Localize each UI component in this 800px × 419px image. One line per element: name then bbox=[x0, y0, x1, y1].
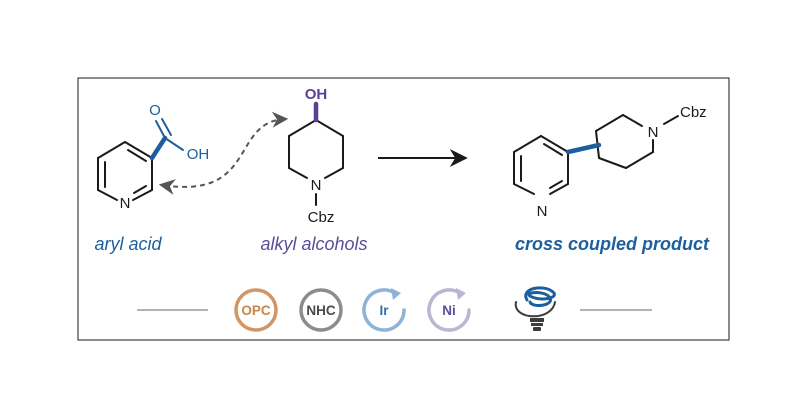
ni-catalytic-cycle: Ni bbox=[427, 288, 471, 332]
nhc-catalyst-badge: NHC bbox=[299, 288, 343, 332]
product-piperidine-nitrogen: N bbox=[648, 124, 659, 141]
product-label: cross coupled product bbox=[515, 234, 710, 254]
alcohol-nitrogen: N bbox=[311, 177, 322, 194]
product-structure bbox=[513, 114, 679, 195]
carboxyl-hydroxyl: OH bbox=[187, 146, 210, 163]
alcohol-hydroxyl: OH bbox=[305, 86, 328, 103]
aryl-acid-structure bbox=[97, 141, 153, 201]
ir-cycle-icon bbox=[362, 288, 406, 332]
alkyl-alcohol-structure bbox=[288, 119, 344, 206]
ni-label: Ni bbox=[442, 303, 456, 318]
carbonyl-oxygen: O bbox=[149, 102, 161, 119]
ni-cycle-icon bbox=[427, 288, 471, 332]
aryl-acid-c-c-bond bbox=[149, 135, 168, 161]
alkyl-alcohol-label: alkyl alcohols bbox=[260, 234, 367, 254]
aryl-acid-label: aryl acid bbox=[94, 234, 162, 254]
product-pyridine-nitrogen: N bbox=[537, 203, 548, 220]
nhc-label: NHC bbox=[306, 303, 335, 318]
exchange-dashed-arrow bbox=[158, 111, 289, 195]
cfl-lightbulb-icon bbox=[514, 286, 556, 331]
product-new-c-c-bond bbox=[565, 142, 602, 155]
ir-label: Ir bbox=[379, 303, 389, 318]
product-cbz: Cbz bbox=[680, 104, 707, 121]
opc-catalyst-badge: OPC bbox=[234, 288, 278, 332]
aryl-acid-nitrogen: N bbox=[120, 195, 131, 212]
alcohol-cbz: Cbz bbox=[308, 209, 335, 226]
ir-catalytic-cycle: Ir bbox=[362, 288, 406, 332]
opc-label: OPC bbox=[241, 303, 271, 318]
figure-border bbox=[77, 77, 730, 341]
